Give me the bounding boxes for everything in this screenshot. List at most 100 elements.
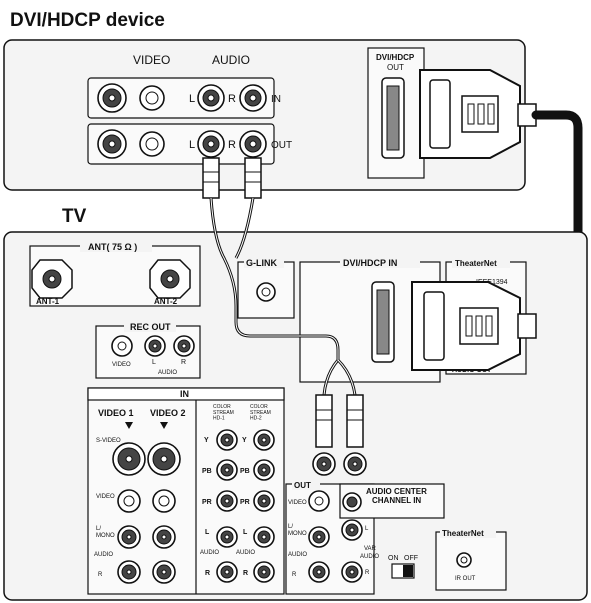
hd1-pr-label: PR [202,499,212,506]
hd1-y-label: Y [204,437,209,444]
video1-audio-r-jack[interactable] [117,560,141,584]
ant2-label: ANT-2 [154,297,178,306]
video2-svideo-jack[interactable] [147,442,181,476]
ant-group-label: ANT( 75 Ω ) [88,242,137,252]
hd1-y-jack[interactable] [216,429,238,451]
out-audio-l-jack[interactable] [308,526,330,548]
audio-center-label-2: CHANNEL IN [372,496,421,505]
tv-dvi-plug[interactable] [411,281,537,371]
device-out-audio-l-jack[interactable] [197,130,225,158]
device-dvi-out-port[interactable] [381,77,405,159]
rec-out-video-jack[interactable] [111,335,133,357]
out-r-label: R [292,572,297,578]
r-label: R [98,572,103,578]
device-in-svideo-jack[interactable] [97,83,127,113]
tv-audio-in-l-jack[interactable] [312,452,336,476]
device-in-r-label: R [228,93,236,105]
device-in-video-jack[interactable] [139,85,165,111]
rec-out-audio-r-jack[interactable] [173,335,195,357]
rec-out-audio-label: AUDIO [158,370,177,376]
device-out-row [87,123,275,165]
device-in-audio-l-jack[interactable] [197,84,225,112]
video1-arrow-icon [125,422,133,429]
video2-arrow-icon [160,422,168,429]
ir-switch[interactable] [391,563,415,579]
audio-center-label-1: AUDIO CENTER [366,487,427,496]
out-audio-r-jack[interactable] [308,561,330,583]
device-in-audio-r-jack[interactable] [239,84,267,112]
var-audio-l-jack[interactable] [341,519,363,541]
video1-svideo-jack[interactable] [112,442,146,476]
rec-out-r-label: R [181,359,186,366]
hd2-pb-label: PB [240,468,250,475]
hd2-y-label: Y [242,437,247,444]
device-dvi-out-label-2: OUT [387,63,404,72]
device-out-svideo-jack[interactable] [97,129,127,159]
dvi-in-label: DVI/HDCP IN [343,258,397,268]
var-l-label: L [365,526,369,532]
ir-out-label: IR OUT [455,576,476,582]
device-dvi-plug[interactable] [419,69,537,159]
theaternet-bottom-label: TheaterNet [442,529,484,538]
device-out-label: OUT [271,140,292,151]
rec-out-l-label: L [152,359,156,366]
hd2-pb-jack[interactable] [253,459,275,481]
ir-out-jack[interactable] [456,552,472,568]
hd1-audio-l-jack[interactable] [216,526,238,548]
video2-audio-r-jack[interactable] [152,560,176,584]
device-out-l-label: L [189,139,195,151]
hd2-y-jack[interactable] [253,429,275,451]
device-title: DVI/HDCP device [10,10,165,31]
device-in-row [87,77,275,119]
audio-label: AUDIO [94,552,113,558]
device-out-audio-r-jack[interactable] [239,130,267,158]
ieee1394-label: IEEE1394 [476,279,508,286]
video2-audio-l-jack[interactable] [152,525,176,549]
g-link-jack[interactable] [256,282,276,302]
tv-dvi-in-port[interactable] [371,281,395,363]
audio-center-jack[interactable] [342,492,362,512]
g-link-label: G-LINK [246,258,277,268]
hd2-audio-l-jack[interactable] [253,526,275,548]
video1-video-jack[interactable] [117,489,141,513]
hd2-pr-label: PR [240,499,250,506]
theaternet-top-label: TheaterNet [455,259,497,268]
tv-audio-plug-right [346,394,364,448]
device-in-label: IN [271,94,281,105]
out-audio-label: AUDIO [288,552,307,558]
video-label: VIDEO [96,494,115,500]
video2-video-jack[interactable] [152,489,176,513]
hd2-audio-r-jack[interactable] [253,561,275,583]
hd1-audio-r-jack[interactable] [216,561,238,583]
tv-title: TV [62,206,87,227]
hd1-l-label: L [205,529,210,536]
tv-audio-in-r-jack[interactable] [343,452,367,476]
hd1-pb-jack[interactable] [216,459,238,481]
hd2-r-label: R [243,570,248,577]
rec-out-label: REC OUT [130,322,171,332]
hd2-l-label: L [243,529,248,536]
ant1-jack[interactable] [31,259,73,299]
var-audio-label: AUDIO [360,554,379,560]
device-out-r-label: R [228,139,236,151]
rec-out-audio-l-jack[interactable] [144,335,166,357]
device-in-l-label: L [189,93,195,105]
on-label: ON [388,555,399,562]
off-label: OFF [404,555,418,562]
video1-audio-l-jack[interactable] [117,525,141,549]
device-video-label: VIDEO [133,53,170,67]
out-video-jack[interactable] [308,490,330,512]
tv-audio-plug-left [315,394,333,448]
hd1-r-label: R [205,570,210,577]
audio-plug-right [244,157,262,199]
device-out-video-jack[interactable] [139,131,165,157]
hd2-pr-jack[interactable] [253,490,275,512]
var-audio-r-jack[interactable] [341,561,363,583]
ant2-jack[interactable] [149,259,191,299]
svideo-label: S-VIDEO [96,438,121,444]
hd1-pr-jack[interactable] [216,490,238,512]
var-label: VAR [364,546,377,552]
l-mono-label: L/MONO [96,526,115,539]
